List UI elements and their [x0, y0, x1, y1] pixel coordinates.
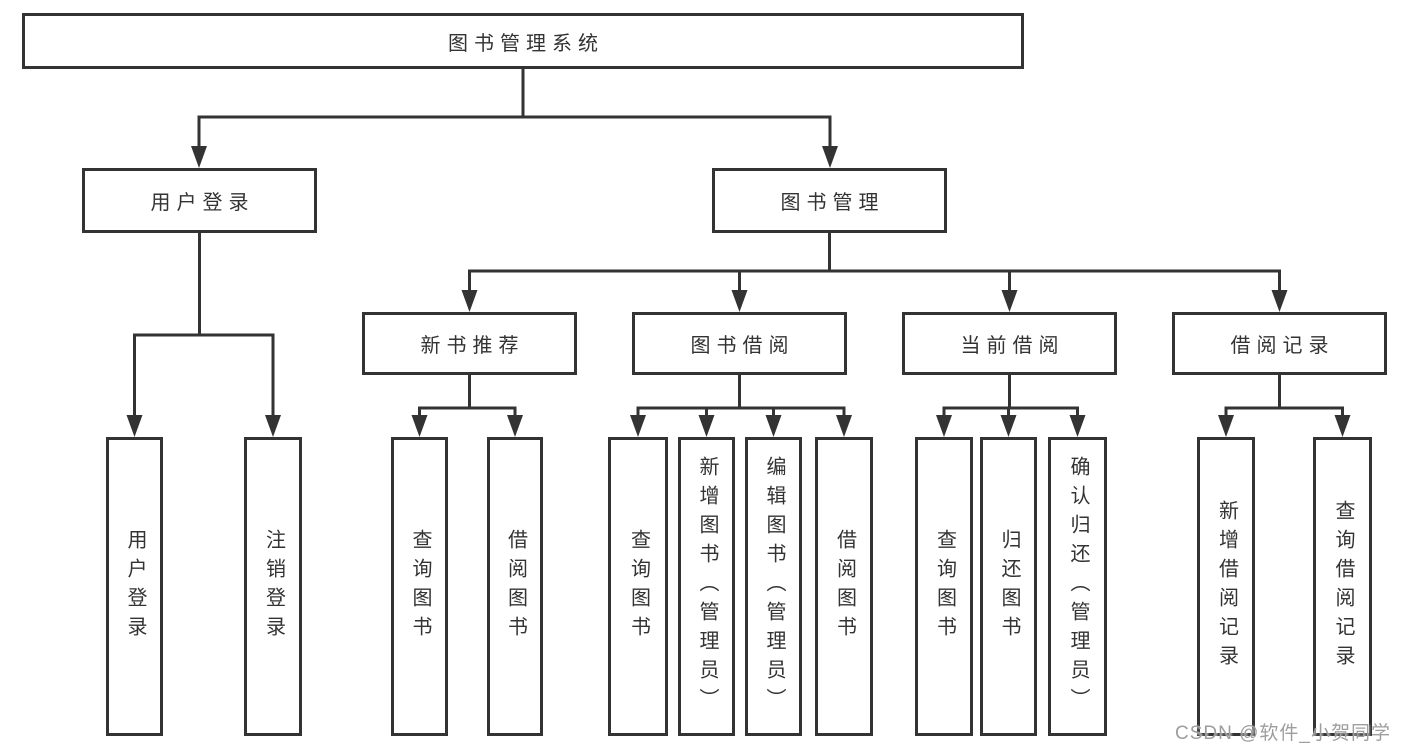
- node-user-login: 用户登录: [82, 168, 317, 233]
- node-root: 图书管理系统: [22, 13, 1024, 69]
- leaf-query-books-recommend: 查询图书: [391, 437, 448, 736]
- node-new-book-recommendation: 新书推荐: [362, 312, 577, 375]
- leaf-return-books: 归还图书: [980, 437, 1037, 736]
- leaf-confirm-return-admin: 确认归还（管理员）: [1048, 437, 1107, 736]
- leaf-add-books-admin: 新增图书（管理员）: [678, 437, 735, 736]
- leaf-query-books-current: 查询图书: [915, 437, 973, 736]
- leaf-edit-books-admin: 编辑图书（管理员）: [745, 437, 802, 736]
- node-book-borrowing: 图书借阅: [632, 312, 847, 375]
- leaf-borrow-books: 借阅图书: [815, 437, 873, 736]
- leaf-borrow-books-recommend: 借阅图书: [487, 437, 543, 736]
- leaf-logout: 注销登录: [244, 437, 302, 736]
- leaf-add-borrow-record: 新增借阅记录: [1197, 437, 1255, 736]
- leaf-query-borrow-record: 查询借阅记录: [1313, 437, 1372, 736]
- node-book-management: 图书管理: [712, 168, 947, 233]
- csdn-watermark: CSDN @软件_小贺同学: [1175, 723, 1391, 744]
- leaf-user-login: 用户登录: [106, 437, 163, 736]
- leaf-query-books-borrow: 查询图书: [608, 437, 668, 736]
- node-current-borrowing: 当前借阅: [902, 312, 1117, 375]
- node-borrowing-records: 借阅记录: [1172, 312, 1387, 375]
